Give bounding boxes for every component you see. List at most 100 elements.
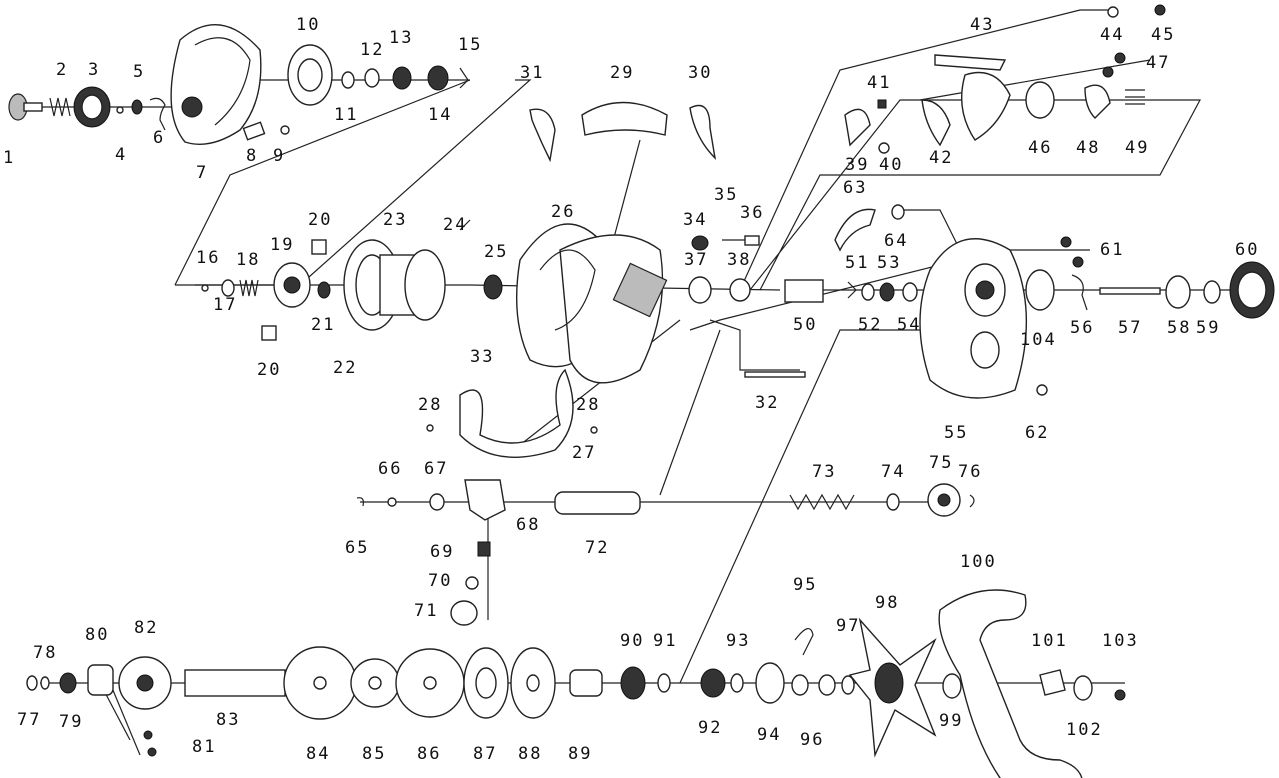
part-label: 24 bbox=[443, 215, 467, 235]
part-label: 31 bbox=[520, 63, 544, 83]
part-label: 104 bbox=[1020, 330, 1057, 350]
part-label: 75 bbox=[929, 453, 953, 473]
part-label: 99 bbox=[939, 711, 963, 731]
part-label: 26 bbox=[551, 202, 575, 222]
part-label: 25 bbox=[484, 242, 508, 262]
part-label: 20 bbox=[308, 210, 332, 230]
part-label: 28 bbox=[576, 395, 600, 415]
part-label: 87 bbox=[473, 744, 497, 764]
part-label: 12 bbox=[360, 40, 384, 60]
part-label: 96 bbox=[800, 730, 824, 750]
part-label: 85 bbox=[362, 744, 386, 764]
part-label: 91 bbox=[653, 631, 677, 651]
part-label: 19 bbox=[270, 235, 294, 255]
part-label: 62 bbox=[1025, 423, 1049, 443]
part-label: 72 bbox=[585, 538, 609, 558]
part-label: 83 bbox=[216, 710, 240, 730]
part-label: 59 bbox=[1196, 318, 1220, 338]
part-label: 39 bbox=[845, 155, 869, 175]
part-label: 102 bbox=[1066, 720, 1103, 740]
part-label: 17 bbox=[213, 295, 237, 315]
part-label: 86 bbox=[417, 744, 441, 764]
part-label: 88 bbox=[518, 744, 542, 764]
part-label: 34 bbox=[683, 210, 707, 230]
part-label: 53 bbox=[877, 253, 901, 273]
part-label: 21 bbox=[311, 315, 335, 335]
part-labels: 1 2 3 4 5 6 7 8 9 10 11 12 13 14 15 16 1… bbox=[3, 15, 1259, 764]
part-label: 37 bbox=[684, 250, 708, 270]
part-label: 30 bbox=[688, 63, 712, 83]
part-label: 22 bbox=[333, 358, 357, 378]
part-label: 41 bbox=[867, 73, 891, 93]
part-label: 82 bbox=[134, 618, 158, 638]
part-label: 36 bbox=[740, 203, 764, 223]
part-label: 97 bbox=[836, 616, 860, 636]
part-label: 84 bbox=[306, 744, 330, 764]
part-label: 68 bbox=[516, 515, 540, 535]
part-label: 10 bbox=[296, 15, 320, 35]
part-label: 90 bbox=[620, 631, 644, 651]
part-label: 63 bbox=[843, 178, 867, 198]
part-label: 66 bbox=[378, 459, 402, 479]
part-label: 51 bbox=[845, 253, 869, 273]
part-label: 5 bbox=[133, 62, 145, 82]
part-label: 35 bbox=[714, 185, 738, 205]
parts bbox=[8, 4, 1275, 778]
part-label: 1 bbox=[3, 148, 15, 168]
part-label: 47 bbox=[1146, 53, 1170, 73]
part-label: 23 bbox=[383, 210, 407, 230]
part-label: 79 bbox=[59, 712, 83, 732]
part-label: 28 bbox=[418, 395, 442, 415]
part-label: 33 bbox=[470, 347, 494, 367]
part-label: 50 bbox=[793, 315, 817, 335]
part-label: 93 bbox=[726, 631, 750, 651]
part-label: 69 bbox=[430, 542, 454, 562]
part-label: 45 bbox=[1151, 25, 1175, 45]
part-label: 100 bbox=[960, 552, 997, 572]
part-label: 3 bbox=[88, 60, 100, 80]
part-label: 13 bbox=[389, 28, 413, 48]
part-label: 94 bbox=[757, 725, 781, 745]
part-label: 74 bbox=[881, 462, 905, 482]
part-label: 11 bbox=[334, 105, 358, 125]
part-label: 4 bbox=[115, 145, 127, 165]
part-label: 81 bbox=[192, 737, 216, 757]
part-label: 6 bbox=[153, 128, 165, 148]
part-label: 38 bbox=[727, 250, 751, 270]
part-label: 48 bbox=[1076, 138, 1100, 158]
part-label: 43 bbox=[970, 15, 994, 35]
part-label: 64 bbox=[884, 231, 908, 251]
part-label: 2 bbox=[56, 60, 68, 80]
part-label: 67 bbox=[424, 459, 448, 479]
part-label: 29 bbox=[610, 63, 634, 83]
part-label: 54 bbox=[897, 315, 921, 335]
part-label: 98 bbox=[875, 593, 899, 613]
part-label: 49 bbox=[1125, 138, 1149, 158]
part-label: 95 bbox=[793, 575, 817, 595]
part-label: 58 bbox=[1167, 318, 1191, 338]
part-label: 70 bbox=[428, 571, 452, 591]
part-label: 65 bbox=[345, 538, 369, 558]
part-label: 92 bbox=[698, 718, 722, 738]
part-label: 44 bbox=[1100, 25, 1124, 45]
part-label: 61 bbox=[1100, 240, 1124, 260]
part-label: 101 bbox=[1031, 631, 1068, 651]
part-label: 14 bbox=[428, 105, 452, 125]
part-label: 18 bbox=[236, 250, 260, 270]
part-label: 32 bbox=[755, 393, 779, 413]
part-label: 103 bbox=[1102, 631, 1139, 651]
part-label: 78 bbox=[33, 643, 57, 663]
part-label: 60 bbox=[1235, 240, 1259, 260]
part-label: 15 bbox=[458, 35, 482, 55]
part-label: 40 bbox=[879, 155, 903, 175]
part-label: 55 bbox=[944, 423, 968, 443]
part-label: 8 bbox=[246, 146, 258, 166]
part-label: 57 bbox=[1118, 318, 1142, 338]
part-label: 56 bbox=[1070, 318, 1094, 338]
part-label: 73 bbox=[812, 462, 836, 482]
part-label: 80 bbox=[85, 625, 109, 645]
part-label: 20 bbox=[257, 360, 281, 380]
part-label: 89 bbox=[568, 744, 592, 764]
